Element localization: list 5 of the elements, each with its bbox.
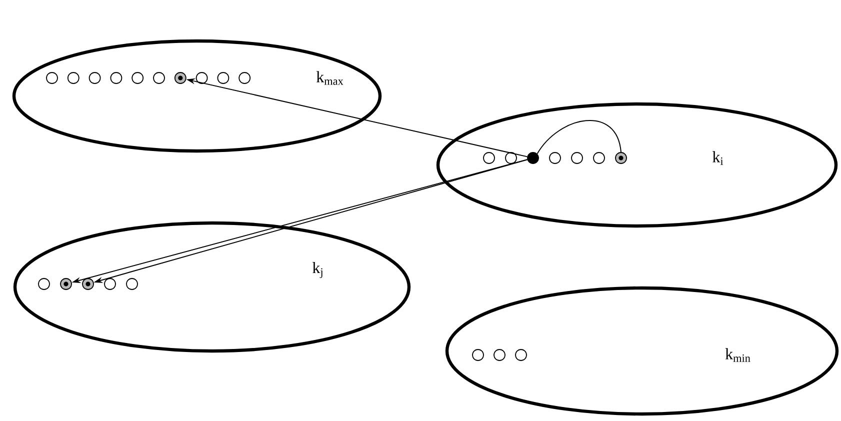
marked-circle bbox=[60, 278, 72, 290]
marked-circle bbox=[82, 278, 94, 290]
marked-circle bbox=[615, 152, 627, 164]
marked-circle bbox=[174, 72, 186, 84]
marked-circle bbox=[527, 152, 539, 164]
